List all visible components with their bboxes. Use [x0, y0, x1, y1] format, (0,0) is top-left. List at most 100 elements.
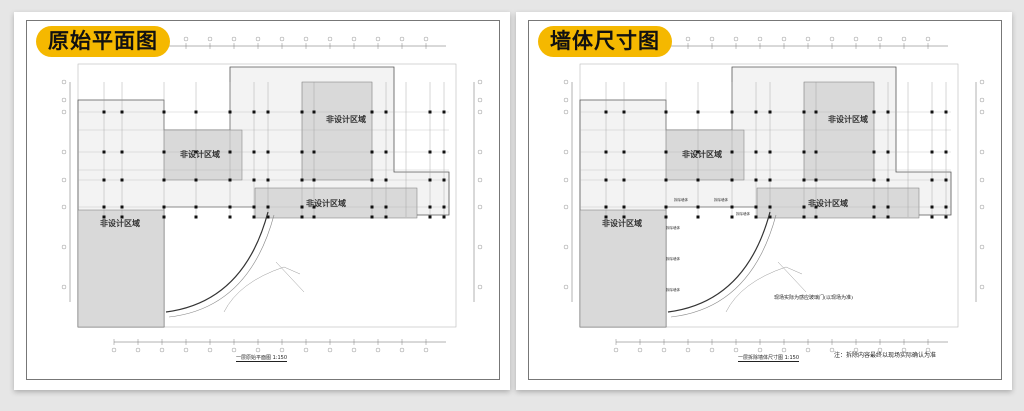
- column: [930, 150, 934, 154]
- axis-bubble: [61, 177, 67, 183]
- axis-bubble: [563, 284, 569, 290]
- axis-bubble: [901, 36, 907, 42]
- column: [604, 205, 608, 209]
- axis-bubble: [979, 284, 985, 290]
- axis-bubble: [327, 347, 333, 353]
- axis-bubble: [757, 36, 763, 42]
- column: [886, 150, 890, 154]
- column: [622, 150, 626, 154]
- column: [604, 150, 608, 154]
- column: [802, 178, 806, 182]
- column: [604, 215, 608, 219]
- drawing-caption: 一层拆除墙体尺寸图 1:150: [738, 355, 799, 362]
- annotation: 拆除墙体: [666, 288, 680, 292]
- column: [622, 215, 626, 219]
- column: [228, 178, 232, 182]
- column: [120, 178, 124, 182]
- column: [162, 205, 166, 209]
- column: [120, 215, 124, 219]
- column: [754, 110, 758, 114]
- axis-bubble: [183, 347, 189, 353]
- column: [252, 178, 256, 182]
- column: [730, 178, 734, 182]
- column: [162, 178, 166, 182]
- annotation: 拆除墙体: [674, 198, 688, 202]
- column: [442, 205, 446, 209]
- column: [194, 215, 198, 219]
- column: [872, 178, 876, 182]
- column: [886, 205, 890, 209]
- column: [754, 178, 758, 182]
- zone-label: 非设计区域: [682, 149, 722, 159]
- column: [312, 215, 316, 219]
- column: [664, 110, 668, 114]
- column: [228, 215, 232, 219]
- column: [604, 178, 608, 182]
- column: [622, 205, 626, 209]
- axis-bubble: [279, 347, 285, 353]
- column: [428, 178, 432, 182]
- axis-bubble: [61, 109, 67, 115]
- axis-bubble: [477, 109, 483, 115]
- axis-bubble: [979, 79, 985, 85]
- column: [442, 178, 446, 182]
- column: [802, 110, 806, 114]
- column: [194, 205, 198, 209]
- axis-bubble: [399, 347, 405, 353]
- column: [370, 110, 374, 114]
- column: [252, 110, 256, 114]
- column: [162, 110, 166, 114]
- axis-bubble: [111, 347, 117, 353]
- column: [814, 178, 818, 182]
- curved-facade: [670, 214, 777, 318]
- axis-bubble: [231, 36, 237, 42]
- axis-bubble: [709, 347, 715, 353]
- column: [120, 150, 124, 154]
- axis-bubble: [853, 36, 859, 42]
- column: [312, 178, 316, 182]
- column: [300, 110, 304, 114]
- column: [768, 110, 772, 114]
- axis-bubble: [925, 347, 931, 353]
- axis-bubble: [183, 36, 189, 42]
- column: [872, 110, 876, 114]
- axis-bubble: [327, 36, 333, 42]
- axis-bubble: [351, 347, 357, 353]
- column: [312, 110, 316, 114]
- column: [944, 205, 948, 209]
- curved-facade: [168, 214, 275, 318]
- column: [266, 215, 270, 219]
- column: [228, 205, 232, 209]
- entrance-stairs: [725, 261, 807, 313]
- column: [664, 150, 668, 154]
- axis-bubble: [733, 36, 739, 42]
- column: [442, 215, 446, 219]
- column: [300, 205, 304, 209]
- column: [930, 205, 934, 209]
- axis-bubble: [279, 36, 285, 42]
- column: [266, 178, 270, 182]
- wall-dimension-panel: 非设计区域非设计区域非设计区域非设计区域 墙体尺寸图 一层拆除墙体尺寸图 1:1…: [516, 12, 1012, 390]
- axis-bubble: [207, 36, 213, 42]
- column: [664, 215, 668, 219]
- axis-bubble: [781, 347, 787, 353]
- column: [370, 178, 374, 182]
- column: [312, 205, 316, 209]
- axis-bubble: [477, 149, 483, 155]
- column: [102, 215, 106, 219]
- column: [384, 150, 388, 154]
- column: [228, 110, 232, 114]
- axis-bubble: [477, 97, 483, 103]
- axis-bubble: [61, 149, 67, 155]
- column: [102, 178, 106, 182]
- column: [384, 205, 388, 209]
- column: [768, 150, 772, 154]
- column: [266, 205, 270, 209]
- column: [802, 150, 806, 154]
- axis-bubble: [877, 36, 883, 42]
- column: [802, 215, 806, 219]
- zone-label: 非设计区域: [180, 149, 220, 159]
- column: [930, 178, 934, 182]
- column: [664, 178, 668, 182]
- axis-bubble: [375, 36, 381, 42]
